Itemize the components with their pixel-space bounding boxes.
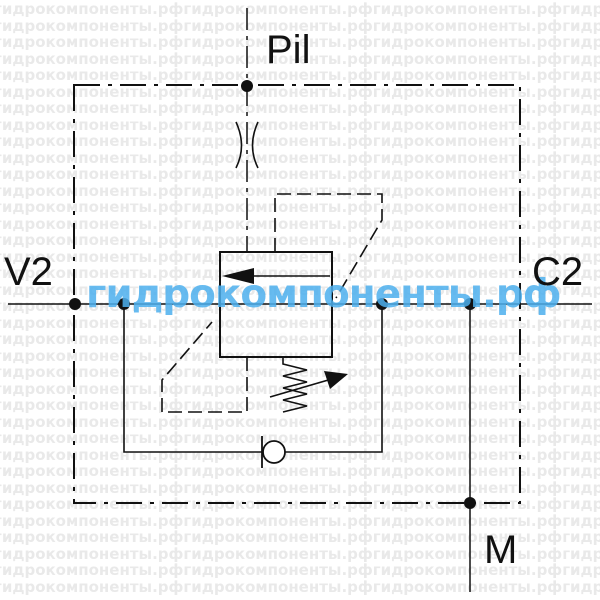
watermark-row: гидрокомпоненты.рфгидрокомпоненты.рфгидр… <box>0 51 600 67</box>
watermark-row: гидрокомпоненты.рфгидрокомпоненты.рфгидр… <box>0 233 600 248</box>
drain-dashed-bottom <box>161 321 248 413</box>
port-label-c2: C2 <box>532 250 584 294</box>
watermark-row: гидрокомпоненты.рфгидрокомпоненты.рфгидр… <box>0 530 600 545</box>
watermark-row: гидрокомпоненты.рфгидрокомпоненты.рфгидр… <box>0 266 600 281</box>
watermark-row: гидрокомпоненты.рфгидрокомпоненты.рфгидр… <box>0 117 600 133</box>
flow-arrowhead <box>222 268 254 284</box>
spring-symbol <box>282 357 308 413</box>
check-valve-symbol <box>261 436 286 468</box>
watermark-row: гидрокомпоненты.рфгидрокомпоненты.рфгидр… <box>0 464 600 479</box>
watermark-row: гидрокомпоненты.рфгидрокомпоненты.рфгидр… <box>0 315 600 331</box>
valve-spool-box <box>219 251 333 358</box>
port-label-pilot: Pil <box>266 28 311 72</box>
junction-dot-pilot <box>241 80 253 92</box>
main-watermark: гидрокомпоненты.рф <box>86 272 561 317</box>
watermark-row: гидрокомпоненты.рфгидрокомпоненты.рфгидр… <box>0 332 600 347</box>
watermark-row: гидрокомпоненты.рфгидрокомпоненты.рфгидр… <box>0 546 600 562</box>
watermark-row: гидрокомпоненты.рфгидрокомпоненты.рфгидр… <box>0 2 600 17</box>
port-label-m: M <box>484 528 518 572</box>
junction-dot-v2 <box>69 298 81 310</box>
watermark-row: гидрокомпоненты.рфгидрокомпоненты.рфгидр… <box>0 398 600 413</box>
watermark-row: гидрокомпоненты.рфгидрокомпоненты.рфгидр… <box>0 513 600 529</box>
spring-arrowhead <box>324 371 348 389</box>
watermark-row: гидрокомпоненты.рфгидрокомпоненты.рфгидр… <box>0 150 600 166</box>
watermark-row: гидрокомпоненты.рфгидрокомпоненты.рфгидр… <box>0 497 600 512</box>
watermark-row: гидрокомпоненты.рфгидрокомпоненты.рфгидр… <box>0 101 600 116</box>
orifice-symbol <box>235 121 259 169</box>
watermark-row: гидрокомпоненты.рфгидрокомпоненты.рфгидр… <box>0 18 600 34</box>
watermark-row: гидрокомпоненты.рфгидрокомпоненты.рфгидр… <box>0 431 600 446</box>
watermark-row: гидрокомпоненты.рфгидрокомпоненты.рфгидр… <box>0 299 600 314</box>
watermark-row: гидрокомпоненты.рфгидрокомпоненты.рфгидр… <box>0 282 600 298</box>
pilot-dashed-top <box>274 193 383 299</box>
watermark-row: гидрокомпоненты.рфгидрокомпоненты.рфгидр… <box>0 447 600 463</box>
watermark-row: гидрокомпоненты.рфгидрокомпоненты.рфгидр… <box>0 414 600 430</box>
junction-dot-bypass-left <box>118 298 130 310</box>
valve-housing-boundary <box>73 84 521 504</box>
watermark-row: гидрокомпоненты.рфгидрокомпоненты.рфгидр… <box>0 249 600 265</box>
watermark-row: гидрокомпоненты.рфгидрокомпоненты.рфгидр… <box>0 579 600 595</box>
junction-dot-m <box>464 497 476 509</box>
watermark-row: гидрокомпоненты.рфгидрокомпоненты.рфгидр… <box>0 167 600 182</box>
watermark-row: гидрокомпоненты.рфгидрокомпоненты.рфгидр… <box>0 216 600 232</box>
watermark-row: гидрокомпоненты.рфгидрокомпоненты.рфгидр… <box>0 480 600 496</box>
bypass-line <box>123 304 383 453</box>
watermark-row: гидрокомпоненты.рфгидрокомпоненты.рфгидр… <box>0 134 600 149</box>
watermark-row: гидрокомпоненты.рфгидрокомпоненты.рфгидр… <box>0 348 600 364</box>
watermark-row: гидрокомпоненты.рфгидрокомпоненты.рфгидр… <box>0 35 600 50</box>
watermark-row: гидрокомпоненты.рфгидрокомпоненты.рфгидр… <box>0 563 600 578</box>
junction-dot-bypass-right <box>376 298 388 310</box>
watermark-row: гидрокомпоненты.рфгидрокомпоненты.рфгидр… <box>0 200 600 215</box>
port-label-v2: V2 <box>4 250 53 294</box>
watermark-row: гидрокомпоненты.рфгидрокомпоненты.рфгидр… <box>0 183 600 199</box>
watermark-row: гидрокомпоненты.рфгидрокомпоненты.рфгидр… <box>0 84 600 100</box>
junction-dot-c2 <box>464 298 476 310</box>
watermark-row: гидрокомпоненты.рфгидрокомпоненты.рфгидр… <box>0 68 600 83</box>
